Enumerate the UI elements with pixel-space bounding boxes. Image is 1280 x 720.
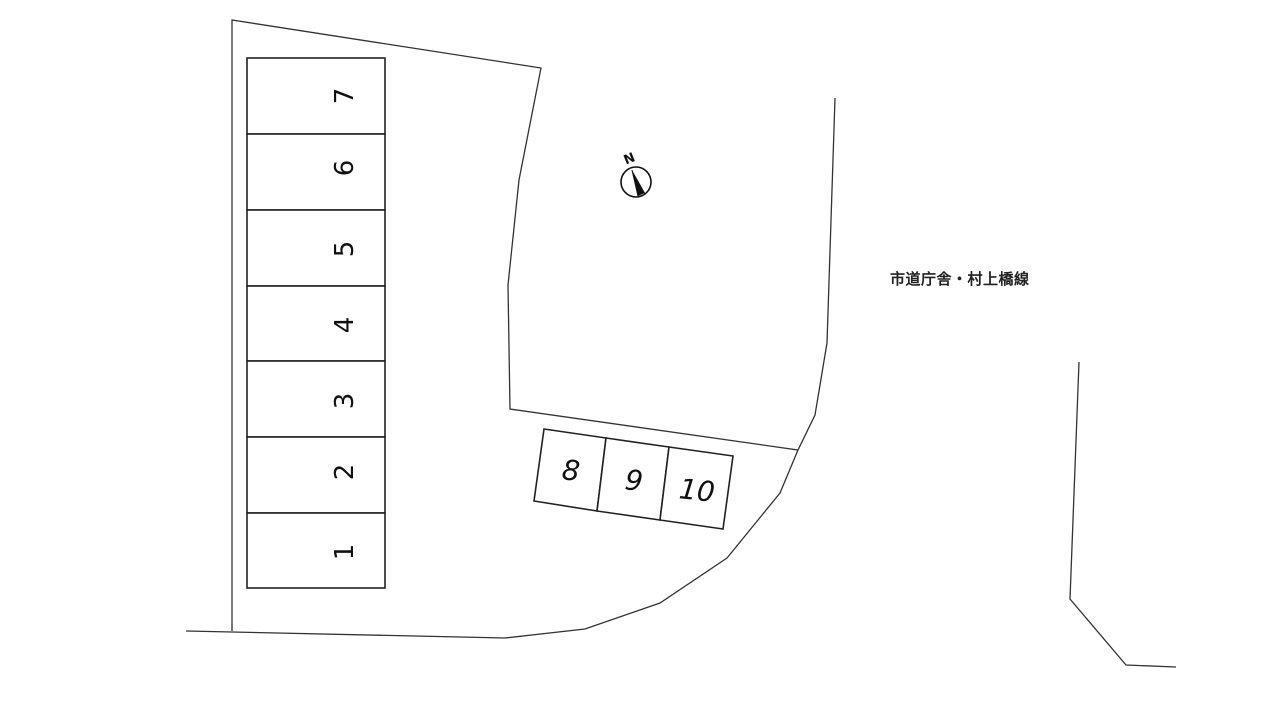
road-label: 市道庁舎・村上橋線 (890, 270, 1030, 288)
stall-number-6: 6 (330, 160, 360, 177)
stall-number-8: 8 (560, 453, 581, 488)
stall-number-3: 3 (330, 393, 360, 410)
site-boundary (231, 19, 836, 631)
parking-stall-6 (246, 133, 386, 211)
north-label: N (622, 150, 638, 168)
stall-number-1: 1 (330, 544, 360, 561)
stall-number-2: 2 (330, 464, 360, 481)
parking-stall-2 (246, 436, 386, 514)
parking-stall-1 (246, 512, 386, 589)
parking-stall-3 (246, 360, 386, 438)
parking-stall-7 (246, 57, 386, 135)
stall-number-9: 9 (623, 463, 644, 498)
bottom-boundary (185, 449, 799, 639)
stall-number-5: 5 (330, 241, 360, 258)
stall-number-7: 7 (330, 88, 360, 105)
north-arrow-icon: N (620, 150, 652, 198)
parking-stall-10 (659, 446, 734, 530)
stall-number-10: 10 (678, 472, 717, 509)
parking-stalls-left: 7 6 5 4 3 2 1 (246, 57, 386, 589)
stall-number-4: 4 (330, 317, 360, 334)
road-edge (1069, 361, 1177, 668)
parking-stall-4 (246, 285, 386, 362)
parking-stalls-bottom: 8 9 10 (533, 428, 734, 530)
parking-stall-5 (246, 209, 386, 287)
